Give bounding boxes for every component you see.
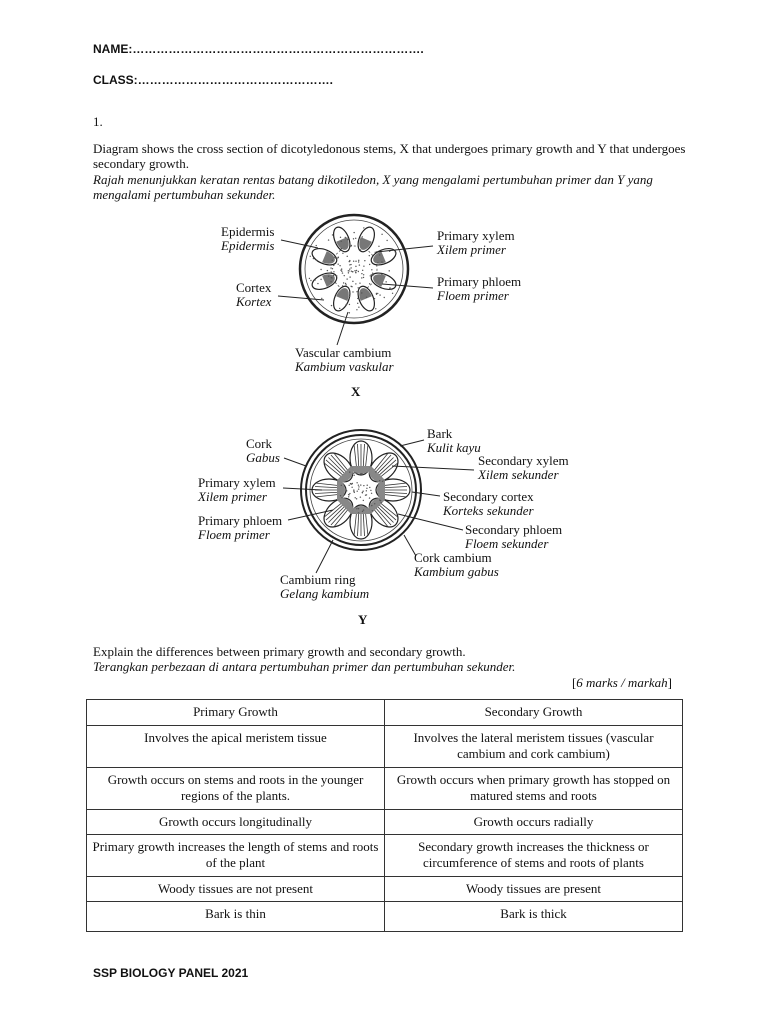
table-row: Primary growth increases the length of s… xyxy=(86,834,683,877)
intro-malay: Rajah menunjukkan keratan rentas batang … xyxy=(93,172,653,202)
question-number: 1. xyxy=(93,114,103,129)
diagram-x-stem xyxy=(277,213,434,346)
table-row: Bark is thin Bark is thick xyxy=(86,901,683,932)
diagram-x-caption: X xyxy=(351,384,361,399)
diagram-y-caption: Y xyxy=(358,612,368,627)
stem-diagrams xyxy=(277,213,475,574)
table-row: Growth occurs longitudinally Growth occu… xyxy=(86,809,683,835)
table-row: Woody tissues are not present Woody tiss… xyxy=(86,876,683,902)
table-cell: Growth occurs longitudinally xyxy=(86,809,385,835)
table-cell: Growth occurs radially xyxy=(384,809,683,835)
table-cell: Woody tissues are present xyxy=(384,876,683,902)
table-cell: Woody tissues are not present xyxy=(86,876,385,902)
header-secondary-growth: Secondary Growth xyxy=(384,699,683,726)
header-primary-growth: Primary Growth xyxy=(86,699,385,726)
table-cell: Bark is thin xyxy=(86,901,385,932)
name-field-label: NAME:………………………………………………………………. xyxy=(93,42,424,56)
table-cell: Involves the lateral meristem tissues (v… xyxy=(384,725,683,768)
prompt-english: Explain the differences between primary … xyxy=(93,644,466,659)
footer-text: SSP BIOLOGY PANEL 2021 xyxy=(93,966,249,980)
table-cell: Primary growth increases the length of s… xyxy=(86,834,385,877)
diagram-y-stem xyxy=(282,429,475,574)
table-cell: Growth occurs when primary growth has st… xyxy=(384,767,683,810)
table-cell: Involves the apical meristem tissue xyxy=(86,725,385,768)
growth-comparison-table: Primary Growth Secondary Growth Involves… xyxy=(86,699,683,932)
table-cell: Bark is thick xyxy=(384,901,683,932)
table-cell: Growth occurs on stems and roots in the … xyxy=(86,767,385,810)
table-cell: Secondary growth increases the thickness… xyxy=(384,834,683,877)
prompt-malay: Terangkan perbezaan di antara pertumbuha… xyxy=(93,659,516,674)
table-row: Growth occurs on stems and roots in the … xyxy=(86,767,683,810)
class-field-label: CLASS:…………………………………………. xyxy=(93,73,333,87)
table-row: Involves the apical meristem tissue Invo… xyxy=(86,725,683,768)
marks-allocation: [6 marks / markah] xyxy=(571,675,672,690)
intro-english: Diagram shows the cross section of dicot… xyxy=(93,141,686,171)
